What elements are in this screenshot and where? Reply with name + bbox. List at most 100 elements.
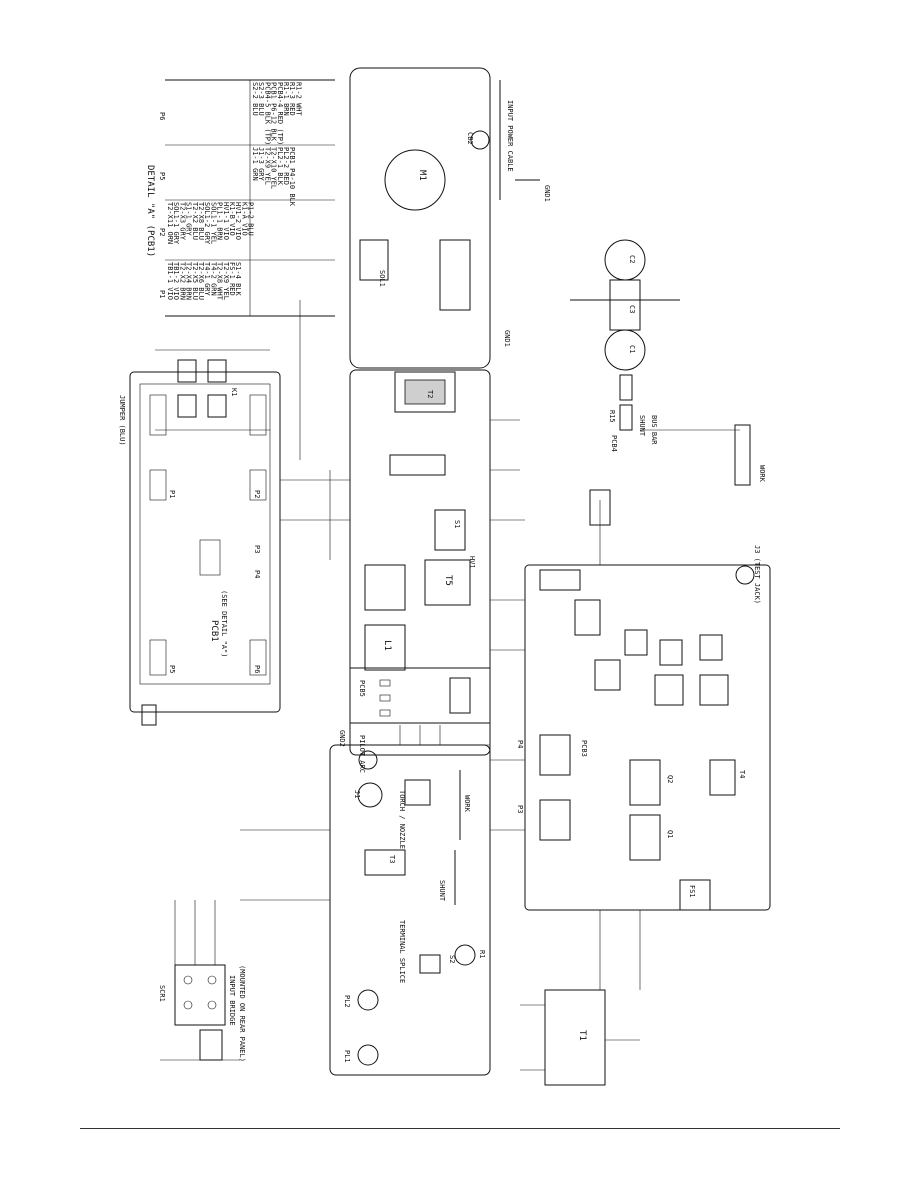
test-jack-icon: [735, 565, 755, 585]
pcb1-port-p1: P1: [168, 490, 176, 498]
shunt-label: SHUNT: [438, 880, 446, 902]
hv1-label: HV1: [468, 556, 476, 569]
detail-a-p2-row: K1-B VIO: [228, 202, 236, 236]
t3-label: T3: [388, 855, 396, 863]
detail-a-p2-row: K1-A VIO: [240, 202, 248, 236]
detail-a-p2-row: S1-1 GRY: [185, 202, 193, 237]
pl2-lamp-icon: [357, 989, 379, 1011]
detail-a-p1-row: T2-X2 BRN: [178, 262, 186, 300]
pcb5-label: PCB5: [358, 680, 366, 697]
p3-label: P3: [516, 805, 524, 813]
l1-label: L1: [382, 640, 392, 651]
detail-a-p6-row: S2-3 BLU: [257, 82, 265, 116]
cb2-label: CB2: [466, 132, 474, 145]
detail-a-p5-row: J1-1 GRN: [251, 147, 259, 181]
c1-label: C1: [628, 345, 636, 353]
fs1-label: FS1: [688, 885, 696, 898]
detail-a-title: DETAIL "A" (PCB1): [145, 165, 155, 257]
detail-a-header-p6: P6: [158, 112, 166, 120]
t5-label: T5: [443, 575, 453, 586]
pcb1-port-p5: P5: [168, 665, 176, 673]
c2-label: C2: [628, 255, 636, 263]
j1-connector-icon: [357, 782, 383, 808]
fan-motor-icon: [384, 149, 446, 211]
detail-a-p2-row: SOL1-2 GRY: [203, 202, 211, 245]
detail-a-p5-row: PL2-1 BLK: [276, 147, 284, 186]
pcb1-port-p2: P2: [253, 490, 261, 498]
detail-a-p2-row: HV1-1 VIO: [222, 202, 230, 240]
sol1-label: SOL1: [378, 270, 386, 287]
input-bridge-label: INPUT BRIDGE: [228, 975, 236, 1026]
k1-label: K1: [230, 388, 238, 396]
detail-a-p1-row: T4-2 GRN: [209, 262, 217, 296]
detail-a-p1-row: FS-1 RED: [228, 262, 236, 296]
detail-a-p2-row: HV1-2 VIO: [234, 202, 242, 240]
t1-label: T1: [577, 1030, 587, 1041]
t2-label: T2: [426, 390, 434, 398]
t2-transformer: T2 S1: [389, 371, 466, 551]
scr1-label: SCR1: [158, 985, 166, 1002]
r15-label: R15: [608, 410, 616, 423]
detail-a-p5-row: PL2-2 RED: [282, 147, 290, 185]
cb2-breaker-icon: [470, 130, 490, 150]
pcb1-port-p6: P6: [253, 665, 261, 673]
detail-a-p1-row: T4-1 GRY: [203, 262, 211, 297]
detail-a-p2-row: T2-X8 BLU: [197, 202, 205, 240]
pl1-lamp-icon: [357, 1044, 379, 1066]
detail-a-p5-row: T2-X10 YEL: [270, 147, 278, 189]
detail-a-p6-row: PCB4-4 RED (TP): [276, 82, 284, 145]
pcb1-port-p4: P4: [253, 570, 261, 578]
pcb5-area: PCB5 GND2: [338, 667, 491, 747]
detail-a-p2-row: PL1-1 BRN: [216, 202, 224, 240]
t1-transformer: T1: [520, 989, 640, 1086]
s1-label: S1: [453, 520, 461, 528]
input-power-section: M1 CB2 SOL1 INPUT POWER CABLE GND1 GND1: [349, 67, 551, 369]
detail-a-p5-row: J1-3 GRY: [257, 147, 265, 182]
detail-a-p2-row: T2-X11 ORN: [166, 202, 174, 244]
j1-label: J1: [353, 790, 361, 798]
detail-a-p6-row: PCB1 P6-12 BLK: [270, 82, 278, 142]
r1-label: R1: [478, 950, 486, 958]
detail-a-p2-row: T2-X2 BLU: [191, 202, 199, 240]
detail-a-p1-row: T2-X8 WHT: [216, 262, 224, 301]
detail-a-header-p2: P2: [158, 228, 166, 236]
detail-a-p1-row: S1-4 BLK: [234, 262, 242, 297]
footer-rule: [80, 1128, 840, 1129]
terminal-splice-label: TERMINAL SPLICE: [398, 920, 406, 983]
s2-label: S2: [448, 955, 456, 963]
detail-a-p1-row: T2-X6 BLU: [197, 262, 205, 300]
t4-label: T4: [738, 770, 746, 778]
wiring: [240, 300, 740, 990]
detail-a-p6-row: S2-2 BLU: [251, 82, 259, 116]
work-label: WORK: [463, 795, 471, 813]
detail-a-p5-row: T2-X9 YEL: [263, 147, 271, 185]
detail-a-p1-row: T2-X9 YEL: [222, 262, 230, 300]
t5-l1-area: T5 L1 HV1: [364, 556, 476, 671]
detail-a-p1-row: TB1-2 VIO: [172, 262, 180, 300]
m1-label: M1: [417, 170, 427, 181]
pcb1-port-p3: P3: [253, 545, 261, 553]
gnd1-label-b: GND1: [503, 330, 511, 347]
pl1-label: PL1: [343, 1050, 351, 1063]
detail-a-p2-row: T2-X3 GRY: [178, 202, 186, 241]
detail-a-p6-row: PCB4-5 BLK (TP): [263, 82, 271, 145]
shunt-bus-label: SHUNT: [638, 415, 646, 437]
jumper-label: JUMPER (BLU): [118, 395, 126, 446]
work-terminal-label: WORK: [758, 465, 766, 483]
detail-a-p6-row: R1-3 RED: [288, 82, 296, 116]
pl2-label: PL2: [343, 995, 351, 1008]
input-bridge: INPUT BRIDGE (MOUNTED ON REAR PANEL) SCR…: [158, 900, 246, 1062]
gnd2-label: GND2: [338, 730, 346, 747]
pcb4-label: PCB4: [610, 435, 618, 452]
detail-a-p5-row: PCB1 P4-10 BLK: [288, 147, 296, 207]
detail-a-p2-row: SOL1-1 GRY: [172, 202, 180, 245]
p4-label: P4: [516, 740, 524, 748]
pcb1-sublabel: (SEE DETAIL "A"): [220, 590, 228, 657]
front-panel: PL1 PL2 S2 R1: [343, 944, 486, 1066]
pilot-arc-label: PILOT ARC: [358, 735, 366, 773]
detail-a-p6-row: R1-1 BRN: [282, 82, 290, 116]
detail-a-p2-row: P1-2 BLU: [247, 202, 255, 236]
torch-label: TORCH / NOZZLE: [398, 790, 406, 849]
